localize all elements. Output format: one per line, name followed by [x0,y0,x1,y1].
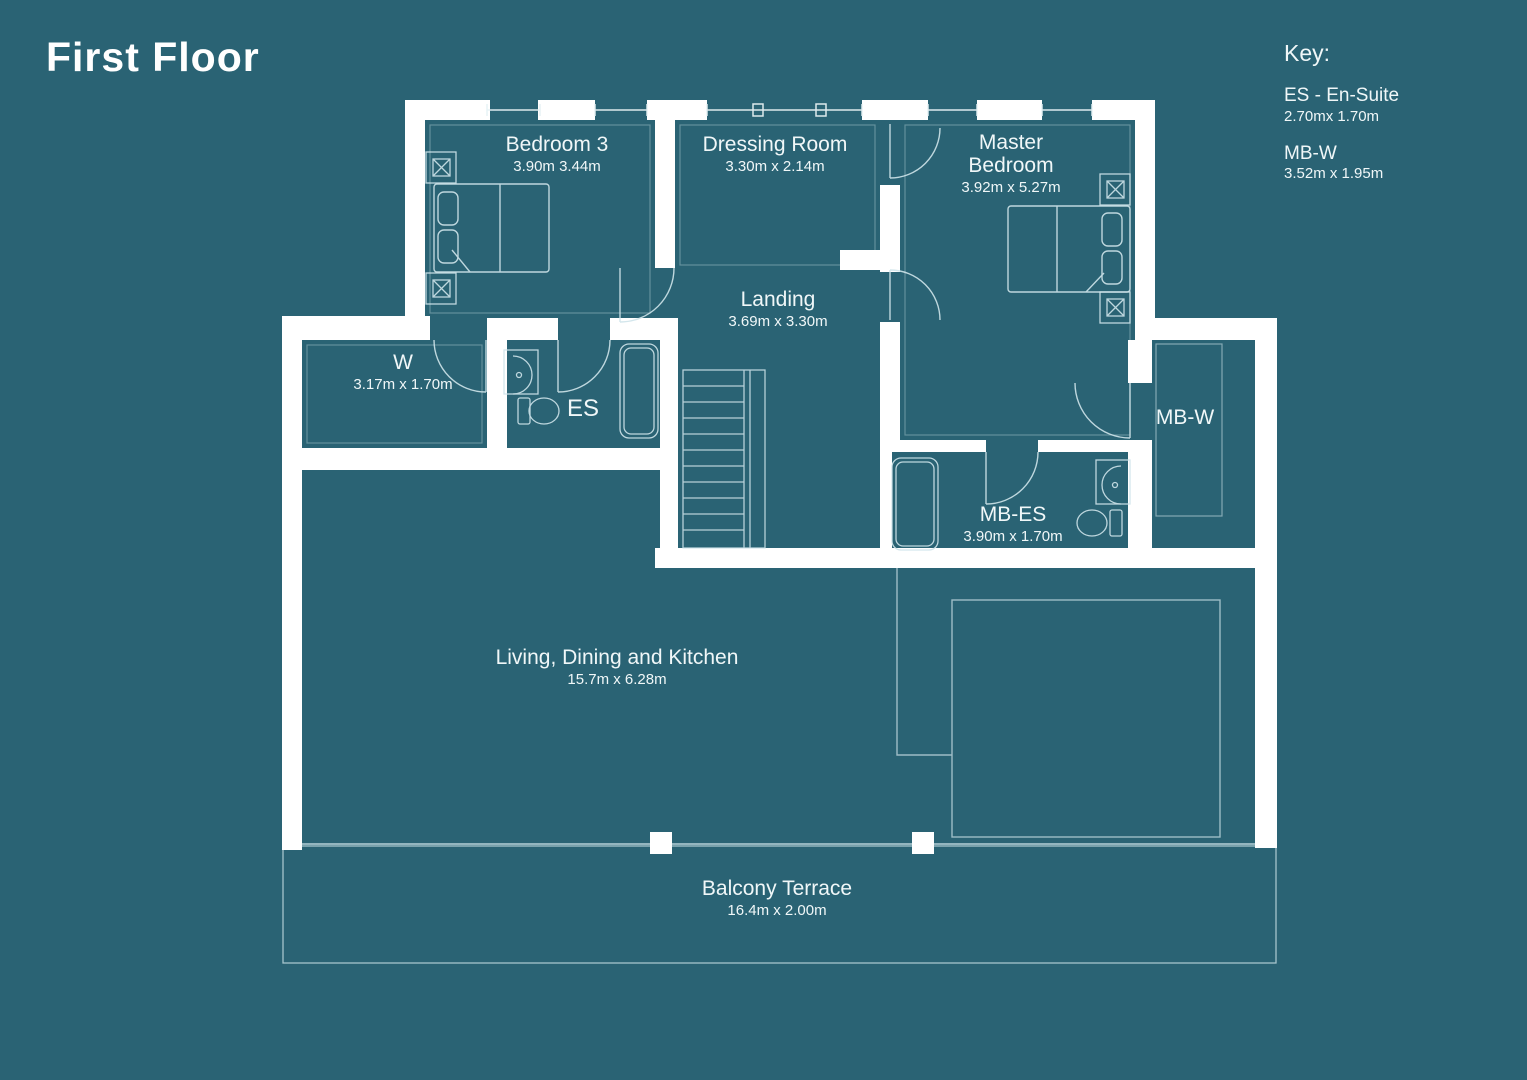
room-dims: 15.7m x 6.28m [567,671,667,689]
room-name: Bedroom 3 [505,133,609,156]
room-dims: 3.90m x 1.70m [963,528,1063,546]
room-name: Living, Dining and Kitchen [495,646,739,669]
room-label-dressing: Dressing Room 3.30m x 2.14m [703,133,848,177]
kitchen-counter-outline [896,568,1221,838]
stairs-icon [682,369,766,549]
key-legend: Key: ES - En-Suite 2.70mx 1.70m MB-W 3.5… [1284,40,1399,200]
key-item-es: ES - En-Suite 2.70mx 1.70m [1284,85,1399,127]
room-label-balcony: Balcony Terrace 16.4m x 2.00m [702,877,852,921]
balcony-outline [282,845,1277,964]
room-dims: 3.17m x 1.70m [353,376,453,394]
door-master-wardrobe [1074,382,1131,439]
room-label-master-ensuite: MB-ES 3.90m x 1.70m [963,503,1062,547]
key-item-dims: 3.52m x 1.95m [1284,165,1384,183]
bed-icon [433,183,550,273]
key-heading: Key: [1284,40,1331,66]
door-bedroom3 [619,267,675,323]
room-dims: 3.90m 3.44m [513,158,601,176]
wardrobe-outline [1155,343,1223,517]
room-label-bedroom3: Bedroom 3 3.90m 3.44m [506,133,609,177]
door-master-landing [889,269,941,321]
room-label-living: Living, Dining and Kitchen 15.7m x 6.28m [496,646,739,690]
door-master-top [889,124,941,179]
walls [282,100,1277,854]
bedside-table-icon [1099,173,1131,324]
bathtub-icon [891,457,939,551]
toilet-icon [517,397,560,425]
room-name: Landing [740,288,816,311]
key-item-dims: 2.70mx 1.70m [1284,107,1380,125]
page-title: First Floor [46,34,260,80]
room-label-master: Master Bedroom 3.92m x 5.27m [945,131,1077,198]
room-name: Master Bedroom [968,131,1054,178]
room-dims: 3.69m x 3.30m [728,313,828,331]
sink-icon [503,349,539,395]
room-name: MB-W [1155,406,1215,429]
door-ensuite [557,339,611,393]
room-label-wardrobe: W 3.17m x 1.70m [353,351,452,395]
bed-icon [1007,205,1131,293]
door-wardrobe [433,339,487,393]
sink-icon [1095,459,1131,505]
room-name: Dressing Room [702,133,848,156]
key-item-label: ES - En-Suite [1284,85,1400,106]
room-dims: 3.92m x 5.27m [961,179,1061,197]
room-dims: 16.4m x 2.00m [727,902,827,920]
key-item-label: MB-W [1284,142,1337,164]
bathtub-icon [619,343,659,439]
room-name: MB-ES [979,503,1047,526]
bedside-table-icon [425,151,457,305]
room-label-master-wardrobe: MB-W [1156,406,1214,429]
room-name: Balcony Terrace [701,877,853,900]
room-name: W [393,351,413,374]
door-master-ensuite [985,451,1039,505]
room-dims: 3.30m x 2.14m [725,158,825,176]
room-name: ES [566,395,600,422]
room-label-ensuite: ES [566,395,600,422]
room-label-landing: Landing 3.69m x 3.30m [728,288,827,332]
window-lines [486,103,1093,117]
toilet-icon [1076,509,1123,537]
key-item-mbw: MB-W 3.52m x 1.95m [1284,143,1399,185]
